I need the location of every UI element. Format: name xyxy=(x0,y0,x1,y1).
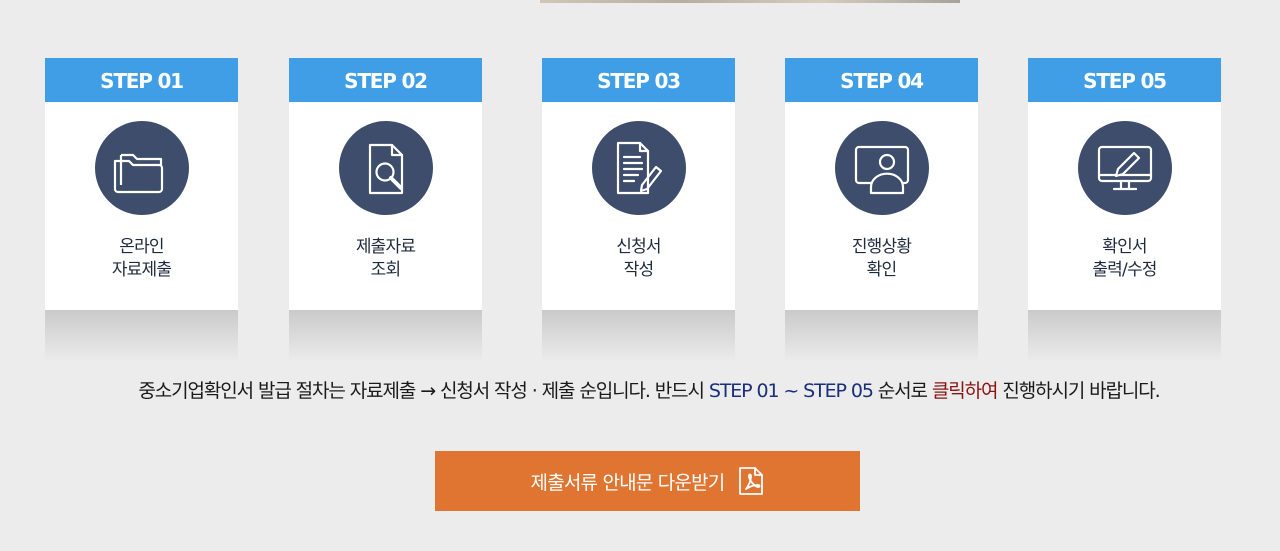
step-label-line: 제출자료 xyxy=(355,237,416,257)
notice-text: 중소기업확인서 발급 절차는 자료제출 → 신청서 작성 · 제출 순입니다. … xyxy=(138,380,709,402)
step-label: 온라인 자료제출 xyxy=(45,236,238,282)
top-image-edge xyxy=(540,0,960,3)
download-guide-button[interactable]: 제출서류 안내문 다운받기 xyxy=(435,451,860,511)
step-header: STEP 01 xyxy=(45,58,238,102)
step-label-line: 작성 xyxy=(623,260,654,280)
document-edit-icon xyxy=(591,121,686,215)
step-header: STEP 05 xyxy=(1028,58,1221,102)
notice-text: 진행하시기 바랍니다. xyxy=(997,380,1160,402)
step-header: STEP 04 xyxy=(785,58,978,102)
step-label-line: 확인 xyxy=(866,260,897,280)
step-card-03[interactable]: STEP 03 신청서 작성 xyxy=(542,58,735,310)
step-label: 진행상황 확인 xyxy=(785,236,978,282)
step-card-05[interactable]: STEP 05 확인서 출력/수정 xyxy=(1028,58,1221,310)
step-card-02[interactable]: STEP 02 제출자료 조회 xyxy=(289,58,482,310)
monitor-pen-icon xyxy=(1077,121,1172,215)
card-reflection xyxy=(542,310,735,362)
notice-text: 순서로 xyxy=(872,380,932,402)
download-button-label: 제출서류 안내문 다운받기 xyxy=(530,471,726,494)
step-header: STEP 02 xyxy=(289,58,482,102)
step-label-line: 출력/수정 xyxy=(1092,260,1157,280)
card-reflection xyxy=(1028,310,1221,362)
step-label-line: 신청서 xyxy=(616,237,661,257)
step-label: 제출자료 조회 xyxy=(289,236,482,282)
step-range-highlight: STEP 01 ~ STEP 05 xyxy=(708,380,874,402)
step-label-line: 온라인 xyxy=(119,237,164,257)
procedure-notice: 중소기업확인서 발급 절차는 자료제출 → 신청서 작성 · 제출 순입니다. … xyxy=(0,376,1280,403)
step-card-04[interactable]: STEP 04 진행상황 확인 xyxy=(785,58,978,310)
step-header: STEP 03 xyxy=(542,58,735,102)
step-label: 신청서 작성 xyxy=(542,236,735,282)
step-card-01[interactable]: STEP 01 온라인 자료제출 xyxy=(45,58,238,310)
card-reflection xyxy=(289,310,482,362)
step-label-line: 자료제출 xyxy=(111,260,172,280)
card-reflection xyxy=(785,310,978,362)
step-label-line: 진행상황 xyxy=(851,237,912,257)
pdf-icon xyxy=(739,467,764,495)
card-reflection xyxy=(45,310,238,362)
step-label-line: 확인서 xyxy=(1102,237,1147,257)
folder-icon xyxy=(94,121,189,215)
click-highlight: 클릭하여 xyxy=(931,380,999,402)
step-label-line: 조회 xyxy=(370,260,401,280)
monitor-user-icon xyxy=(834,121,929,215)
step-label: 확인서 출력/수정 xyxy=(1028,236,1221,282)
document-search-icon xyxy=(338,121,433,215)
